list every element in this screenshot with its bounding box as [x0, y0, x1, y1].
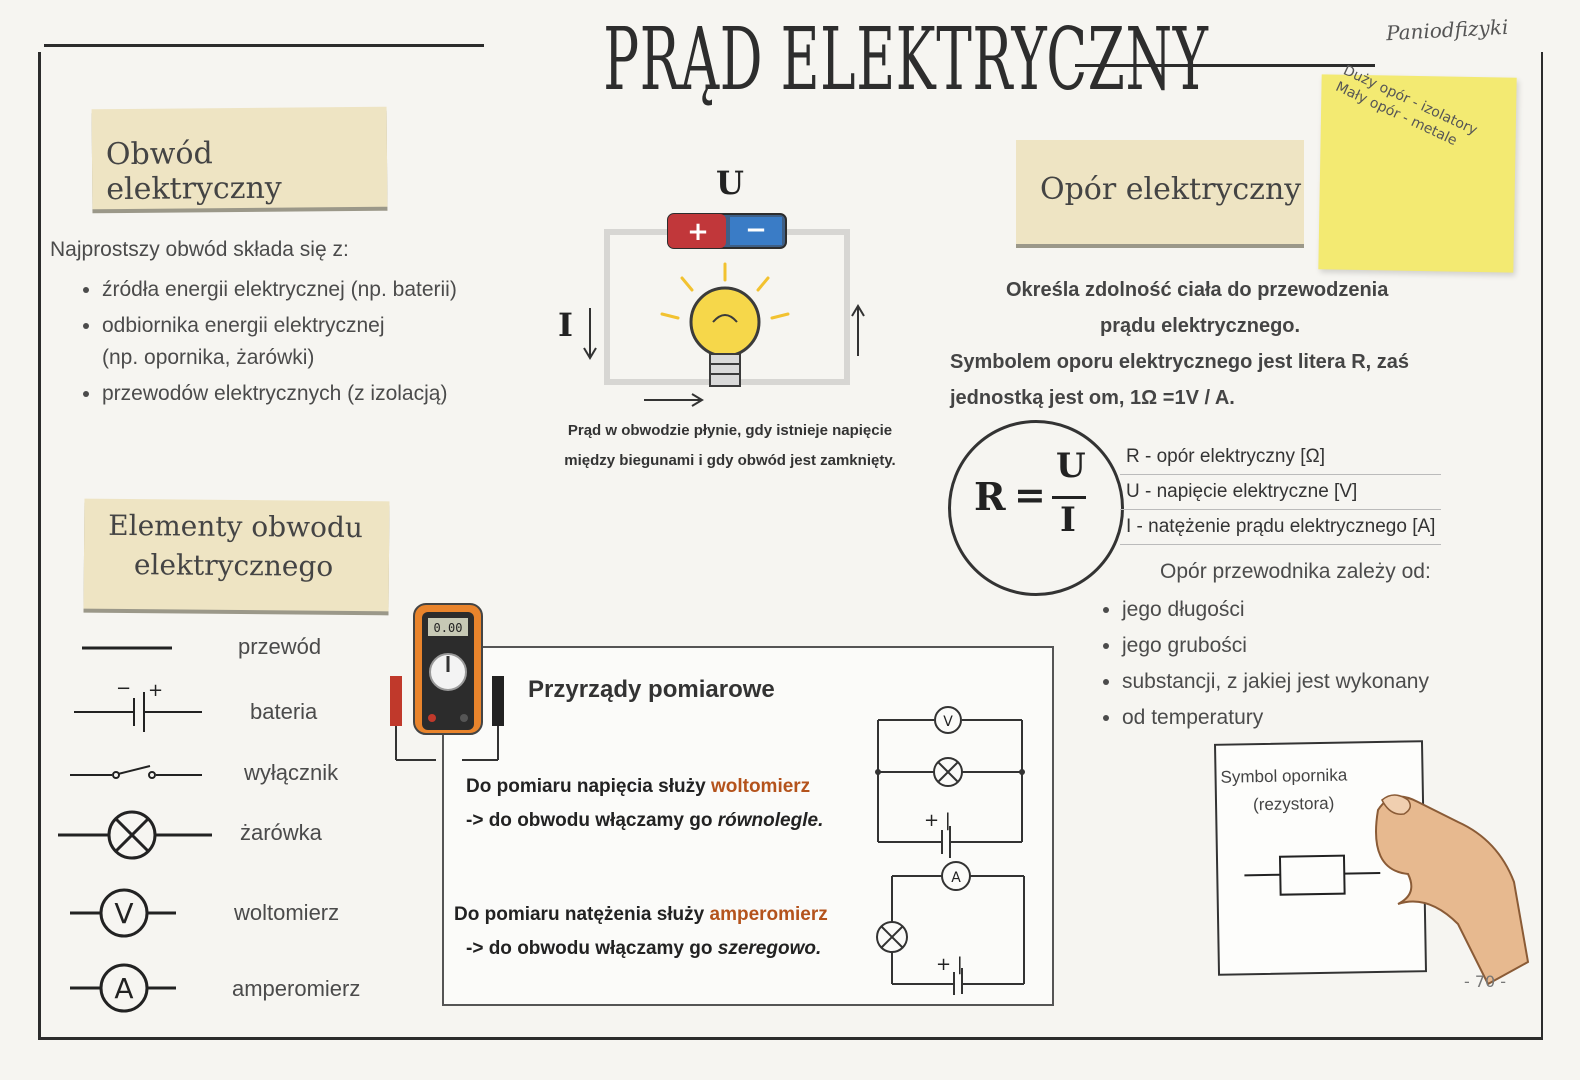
list-item: od temperatury: [1122, 702, 1429, 734]
ammeter-line2-text: -> do obwodu włączamy go: [466, 938, 718, 959]
elements-heading-line1: Elementy obwodu: [108, 508, 364, 545]
legend-label-switch: wyłącznik: [244, 760, 339, 785]
ammeter-term: amperomierz: [709, 904, 828, 925]
desc-line1: Określa zdolność ciała do przewodzenia: [1006, 279, 1389, 301]
multimeter-icon: 0.00: [390, 603, 504, 761]
circuit-caption: Prąd w obwodzie płynie, gdy istnieje nap…: [564, 422, 896, 469]
voltmeter-parallel-circuit: V + |: [875, 706, 1025, 858]
circuit-heading: Obwód elektryczny: [105, 136, 282, 208]
legend-label-battery: bateria: [250, 699, 318, 724]
legend-label-bulb: żarówka: [240, 820, 322, 845]
list-item: substancji, z jakiej jest wykonany: [1122, 666, 1429, 698]
multimeter-display: 0.00: [434, 621, 463, 635]
resistor-symbol-icon: [1244, 854, 1381, 896]
sticky-note: Duży opór - izolatory Mały opór - metale: [1318, 63, 1517, 273]
current-direction-arrows: [583, 304, 865, 407]
symbols-legend: − + V A: [58, 646, 212, 1013]
voltmeter-symbol-icon: V: [70, 888, 176, 938]
formula-circle: [948, 420, 1124, 596]
voltmeter-line1-text: Do pomiaru napięcia służy: [466, 776, 711, 797]
voltmeter-line2: -> do obwodu włączamy go równolegle.: [466, 804, 823, 838]
list-item: jego grubości: [1122, 630, 1429, 662]
fraction-bar: [1052, 496, 1086, 499]
circuit-diagram: + −: [583, 213, 865, 407]
ammeter-line1: Do pomiaru natężenia służy amperomierz: [454, 898, 828, 932]
battery-plus-label: +: [687, 217, 709, 247]
formula-equals: =: [1014, 472, 1046, 517]
legend-label-ammeter: amperomierz: [232, 976, 361, 1001]
ammeter-symbol-icon: A: [70, 963, 176, 1013]
depends-title: Opór przewodnika zależy od:: [1160, 560, 1431, 583]
list-item: odbiornika energii elektrycznej (np. opo…: [102, 310, 572, 374]
resistance-description: Określa zdolność ciała do przewodzenia p…: [950, 272, 1480, 416]
voltmeter-description: Do pomiaru napięcia służy woltomierz -> …: [466, 770, 823, 838]
diagram-ammeter-letter: A: [951, 870, 961, 886]
diagram-battery-signs: + |: [924, 810, 951, 831]
battery-minus-sign: −: [116, 678, 131, 699]
list-item: źródła energii elektrycznej (np. baterii…: [102, 274, 572, 306]
sticky-note-text: Duży opór - izolatory Mały opór - metale: [1333, 62, 1529, 179]
voltage-label: U: [716, 164, 744, 202]
list-item: przewodów elektrycznych (z izolacją): [102, 378, 572, 410]
legend-label-wire: przewód: [238, 634, 322, 659]
ammeter-letter: A: [114, 972, 133, 1005]
parallel-term: równolegle.: [717, 810, 824, 831]
battery-symbol-icon: − +: [74, 678, 202, 732]
battery-plus-sign: +: [148, 680, 163, 701]
formula-denominator: I: [1060, 500, 1076, 540]
page-title: PRĄD ELEKTRYCZNY: [603, 10, 1209, 110]
var-u: U - napięcie elektryczne [V]: [1120, 475, 1442, 510]
title-rule-right: [1075, 64, 1375, 67]
var-r: R - opór elektryczny [Ω]: [1120, 440, 1442, 475]
circuit-intro: Najprostszy obwód składa się z:: [50, 238, 349, 261]
ammeter-line2: -> do obwodu włączamy go szeregowo.: [454, 932, 828, 966]
diagram-voltmeter-letter: V: [943, 714, 953, 730]
note-line1: Duży opór - izolatory: [1340, 62, 1480, 139]
list-item-text: odbiornika energii elektrycznej: [102, 314, 385, 337]
brand-signature: Paniodfizyki: [1385, 14, 1509, 46]
resistor-card-line1: Symbol opornika: [1220, 765, 1348, 787]
voltmeter-line1: Do pomiaru napięcia służy woltomierz: [466, 770, 823, 804]
page-number: - 70 -: [1464, 972, 1507, 991]
formula-numerator: U: [1056, 446, 1086, 486]
list-item-text: (np. opornika, żarówki): [102, 346, 315, 369]
desc-line2: prądu elektrycznego.: [1100, 315, 1301, 337]
bulb-symbol-icon: [58, 810, 212, 860]
legend-label-voltmeter: woltomierz: [234, 900, 340, 925]
voltmeter-line2-text: -> do obwodu włączamy go: [466, 810, 718, 831]
series-term: szeregowo.: [717, 938, 822, 959]
resistance-heading: Opór elektryczny: [1040, 172, 1302, 207]
formula-r: R: [974, 474, 1006, 519]
circuit-list: źródła energii elektrycznej (np. baterii…: [52, 270, 572, 414]
page-frame: [38, 52, 1543, 1040]
circuit-heading-tape: Obwód elektryczny: [91, 106, 388, 210]
list-item: jego długości: [1122, 594, 1429, 626]
var-i: I - natężenie prądu elektrycznego [A]: [1120, 510, 1442, 545]
ammeter-series-circuit: A + |: [876, 861, 1025, 995]
battery-minus-label: −: [745, 215, 767, 245]
voltmeter-letter: V: [114, 897, 133, 930]
switch-symbol-icon: [70, 765, 202, 779]
resistor-card-line2: (rezystora): [1252, 793, 1335, 815]
light-bulb-icon: [660, 262, 790, 387]
ammeter-description: Do pomiaru natężenia służy amperomierz -…: [454, 898, 828, 966]
title-rule-left: [44, 44, 484, 47]
diagram-battery-signs-2: + |: [936, 954, 963, 975]
resistance-heading-tape: Opór elektryczny: [1016, 140, 1304, 244]
desc-line4: jednostką jest om, 1Ω =1V / A.: [950, 387, 1235, 409]
measurement-title: Przyrządy pomiarowe: [528, 676, 775, 703]
elements-heading-line2: elektrycznego: [133, 548, 334, 583]
elements-heading-tape: Elementy obwodu elektrycznego: [83, 498, 390, 612]
voltmeter-term: woltomierz: [710, 776, 811, 797]
note-line2: Mały opór - metale: [1333, 78, 1460, 150]
measurement-panel: [442, 646, 1054, 1006]
formula-variables: R - opór elektryczny [Ω] U - napięcie el…: [1120, 440, 1442, 545]
ammeter-line1-text: Do pomiaru natężenia służy: [454, 904, 710, 925]
current-label: I: [558, 306, 573, 344]
desc-line3: Symbolem oporu elektrycznego jest litera…: [950, 351, 1410, 373]
hand-illustration: [1375, 794, 1530, 986]
resistor-symbol-card: Symbol opornika (rezystora): [1213, 740, 1428, 976]
depends-list: jego długości jego grubości substancji, …: [1070, 590, 1429, 738]
